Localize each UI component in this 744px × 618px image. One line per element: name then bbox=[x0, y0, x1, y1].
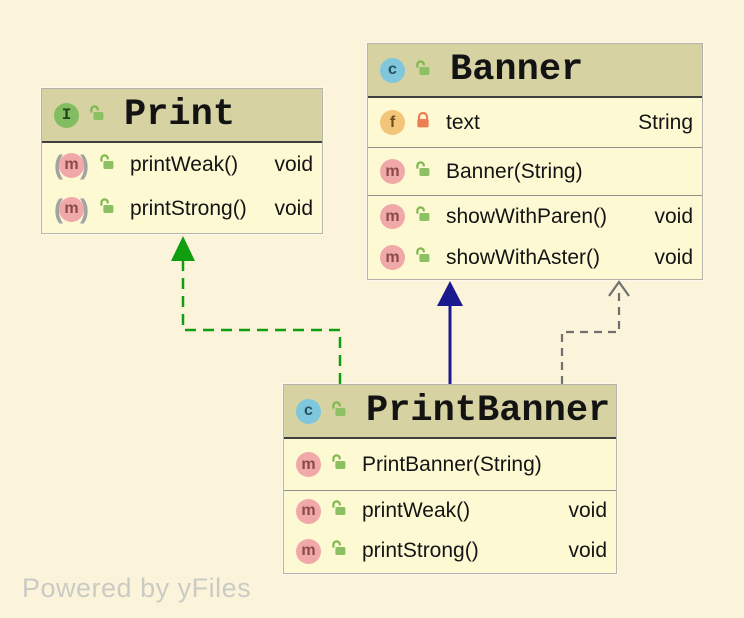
class-node-print[interactable]: I Print ( m ) bbox=[41, 88, 323, 234]
public-lock-open-icon bbox=[98, 197, 116, 221]
public-lock-open-icon bbox=[414, 59, 432, 82]
interface-icon: I bbox=[54, 102, 79, 128]
class-node-banner[interactable]: c Banner f text String bbox=[367, 43, 703, 280]
public-lock-open-icon bbox=[88, 104, 106, 127]
abstract-method-icon: ( m ) bbox=[54, 195, 89, 222]
field-row[interactable]: f text String bbox=[368, 98, 702, 147]
abstract-method-icon: ( m ) bbox=[54, 151, 89, 178]
class-title: PrintBanner bbox=[366, 390, 611, 432]
method-row[interactable]: m printWeak() void bbox=[284, 491, 616, 531]
method-name: printWeak() bbox=[130, 153, 239, 176]
method-return-type: void bbox=[274, 197, 313, 220]
realization-arrowhead-icon bbox=[171, 236, 195, 261]
generalization-arrowhead-icon bbox=[437, 281, 463, 306]
public-lock-open-icon bbox=[330, 499, 348, 523]
public-lock-open-icon bbox=[330, 400, 348, 423]
method-return-type: void bbox=[274, 153, 313, 176]
constructor-row[interactable]: m PrintBanner(String) bbox=[284, 439, 616, 490]
field-icon: f bbox=[380, 110, 405, 135]
method-return-type: void bbox=[654, 204, 693, 228]
class-title: Print bbox=[124, 94, 236, 136]
public-lock-open-icon bbox=[414, 246, 432, 270]
constructors-compartment: m PrintBanner(String) bbox=[284, 439, 616, 490]
method-icon: m bbox=[380, 204, 405, 229]
class-node-printbanner[interactable]: c PrintBanner m PrintBanner(String) bbox=[283, 384, 617, 574]
field-type: String bbox=[638, 110, 693, 134]
method-row[interactable]: m printStrong() void bbox=[284, 531, 616, 571]
method-icon: m bbox=[296, 452, 321, 477]
class-icon: c bbox=[296, 398, 321, 424]
yfiles-watermark: Powered by yFiles bbox=[22, 573, 252, 603]
method-icon: m bbox=[380, 159, 405, 184]
method-row[interactable]: m showWithParen() void bbox=[368, 196, 702, 237]
method-name: showWithParen() bbox=[446, 204, 608, 228]
node-header-printbanner: c PrintBanner bbox=[284, 385, 616, 439]
method-icon: m bbox=[296, 498, 321, 524]
constructors-compartment: m Banner(String) bbox=[368, 147, 702, 195]
field-name: text bbox=[446, 110, 480, 134]
methods-compartment: m showWithParen() void m bbox=[368, 195, 702, 278]
method-name: printStrong() bbox=[130, 197, 247, 220]
method-name: showWithAster() bbox=[446, 245, 601, 269]
class-title: Banner bbox=[450, 49, 584, 91]
method-row[interactable]: ( m ) printStrong() void bbox=[42, 187, 322, 231]
method-row[interactable]: m showWithAster() void bbox=[368, 237, 702, 278]
constructor-name: PrintBanner(String) bbox=[362, 452, 542, 476]
method-name: printStrong() bbox=[362, 539, 479, 562]
constructor-name: Banner(String) bbox=[446, 159, 583, 183]
constructor-row[interactable]: m Banner(String) bbox=[368, 148, 702, 195]
methods-compartment: m printWeak() void m p bbox=[284, 490, 616, 571]
public-lock-open-icon bbox=[330, 539, 348, 563]
public-lock-open-icon bbox=[330, 453, 348, 477]
method-name: printWeak() bbox=[362, 499, 471, 522]
method-icon: m bbox=[380, 245, 405, 270]
dependency-arrowhead-icon bbox=[608, 280, 630, 297]
methods-compartment: ( m ) printWeak() void ( m ) bbox=[42, 143, 322, 231]
dependency-edge-printbanner-banner[interactable] bbox=[560, 288, 621, 384]
method-return-type: void bbox=[568, 539, 607, 562]
method-return-type: void bbox=[568, 499, 607, 522]
node-header-print: I Print bbox=[42, 89, 322, 143]
realization-edge-printbanner-print[interactable] bbox=[181, 258, 342, 384]
method-row[interactable]: ( m ) printWeak() void bbox=[42, 143, 322, 187]
public-lock-open-icon bbox=[98, 153, 116, 177]
private-lock-closed-icon bbox=[414, 111, 432, 135]
fields-compartment: f text String bbox=[368, 98, 702, 147]
public-lock-open-icon bbox=[414, 160, 432, 184]
method-icon: m bbox=[296, 538, 321, 564]
public-lock-open-icon bbox=[414, 205, 432, 229]
class-icon: c bbox=[380, 57, 405, 83]
node-header-banner: c Banner bbox=[368, 44, 702, 98]
method-return-type: void bbox=[654, 245, 693, 269]
